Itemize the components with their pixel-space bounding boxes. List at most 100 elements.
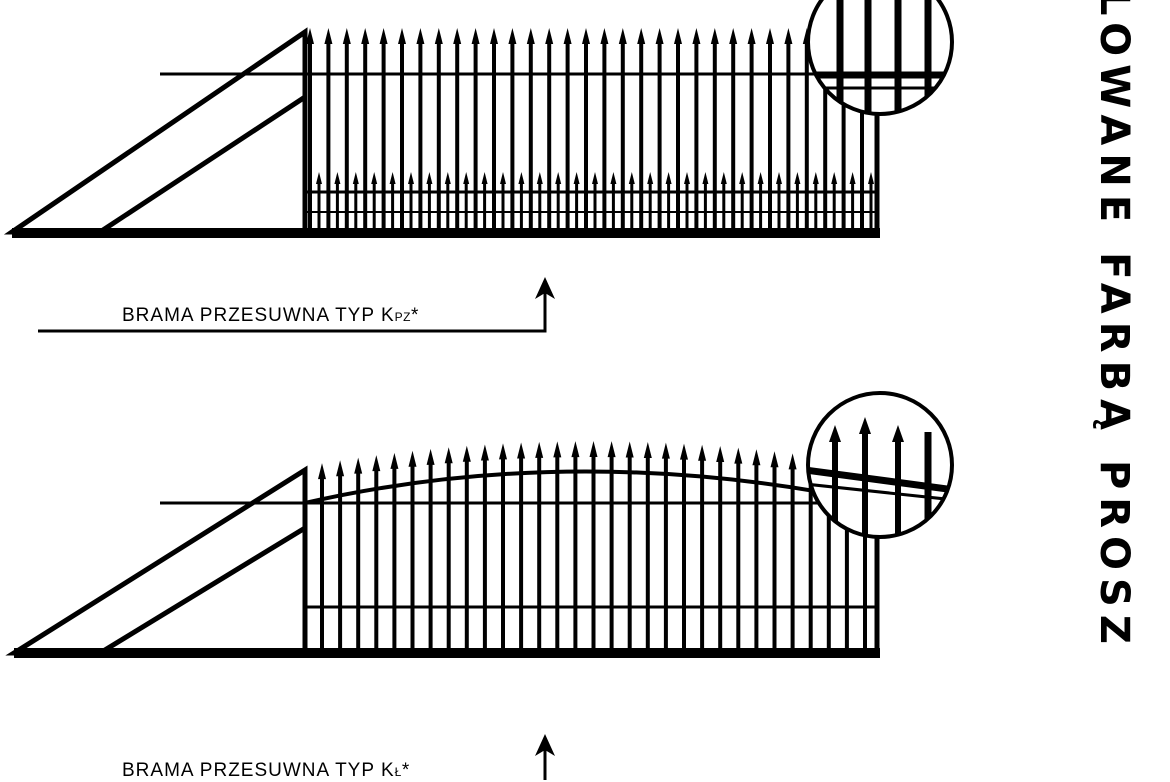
fence-spike	[747, 28, 756, 44]
fence-spike	[563, 28, 572, 44]
side-vertical-title: LOWANE FARBĄ PROSZ	[1091, 0, 1137, 652]
short-fence-spike	[463, 172, 470, 184]
gate-kl-caption-main: BRAMA PRZESUWNA TYP K	[122, 760, 395, 781]
short-fence-spike	[831, 172, 838, 184]
gate-kpz-caption: BRAMA PRZESUWNA TYP KPZ*	[122, 305, 419, 327]
fence-spike	[607, 441, 616, 458]
gate-kpz-bars	[306, 28, 866, 230]
fence-spike	[655, 28, 664, 44]
fence-spike	[637, 28, 646, 44]
fence-spike	[698, 444, 707, 461]
fence-spike	[582, 28, 590, 44]
fence-spike	[426, 448, 435, 465]
gate-kpz-short-bars	[316, 172, 874, 230]
gate-kl-detail-lens	[806, 391, 954, 539]
fence-spike	[408, 450, 417, 467]
gate-kl-bottom-rail	[14, 648, 880, 658]
short-fence-spike	[334, 172, 341, 184]
fence-spike	[674, 28, 682, 44]
short-fence-spike	[352, 172, 359, 184]
gate-kpz-caption-main: BRAMA PRZESUWNA TYP K	[122, 305, 395, 326]
short-fence-spike	[389, 172, 396, 184]
fence-spike	[471, 28, 480, 44]
fence-spike	[692, 28, 701, 44]
gate-kl-tail-diagonal	[98, 525, 307, 656]
short-fence-spike	[610, 172, 617, 184]
gate-kpz-detail-lens	[806, 0, 954, 116]
fence-spike	[499, 443, 507, 460]
fence-spike	[490, 28, 498, 44]
caption-arrow-kl	[535, 734, 555, 780]
short-fence-spike	[426, 172, 433, 184]
fence-spike	[625, 441, 634, 458]
fence-spike	[361, 28, 370, 44]
fence-spike	[354, 457, 363, 474]
fence-spike	[508, 28, 517, 44]
fence-spike	[788, 453, 797, 470]
fence-spike	[324, 28, 333, 44]
gate-kl-arch-rail	[304, 469, 879, 505]
short-fence-spike	[408, 172, 414, 184]
gate-kpz-caption-sub: PZ	[394, 310, 411, 324]
fence-spike	[336, 460, 345, 477]
fence-spike	[553, 441, 562, 458]
short-fence-spike	[849, 172, 856, 184]
short-fence-spike	[647, 172, 654, 184]
gate-kpz-tail-frame	[3, 27, 308, 235]
gate-kpz-tail-diagonal	[98, 94, 307, 235]
fence-spike	[729, 28, 738, 44]
fence-spike	[306, 28, 314, 44]
gate-kpz-drawing	[3, 0, 954, 238]
fence-spike	[716, 446, 725, 463]
gate-kpz-bottom-rail	[12, 228, 880, 238]
short-fence-spike	[536, 172, 543, 184]
short-fence-spike	[444, 172, 451, 184]
fence-spike	[752, 449, 761, 466]
short-fence-spike	[665, 172, 672, 184]
short-fence-spike	[555, 172, 562, 184]
fence-spike	[766, 28, 774, 44]
short-fence-spike	[776, 172, 782, 184]
fence-spike	[342, 28, 351, 44]
fence-spike	[571, 441, 580, 458]
short-fence-spike	[573, 172, 580, 184]
fence-spike	[372, 455, 381, 472]
gate-kpz-caption-star: *	[410, 305, 420, 326]
fence-spike	[710, 28, 719, 44]
short-fence-spike	[812, 172, 819, 184]
short-fence-spike	[481, 172, 488, 184]
fence-spike	[526, 28, 535, 44]
short-fence-spike	[684, 172, 690, 184]
fence-spike	[535, 441, 544, 458]
gate-kl-caption: BRAMA PRZESUWNA TYP KŁ*	[122, 760, 410, 782]
fence-spike	[416, 28, 425, 44]
fence-spike	[434, 28, 443, 44]
short-fence-spike	[702, 172, 709, 184]
fence-spike	[589, 441, 598, 458]
gate-kl-bars	[318, 441, 869, 650]
fence-spike	[480, 444, 489, 461]
short-fence-spike	[757, 172, 764, 184]
fence-spike	[784, 28, 793, 44]
fence-spike	[398, 28, 406, 44]
gate-kl-caption-sub: Ł	[394, 765, 402, 779]
gate-kl-caption-star: *	[401, 760, 411, 781]
gate-kpz-detail-content	[815, 0, 945, 114]
gate-kl-detail-content	[808, 417, 952, 537]
fence-spike	[618, 28, 627, 44]
fence-spike	[734, 447, 743, 464]
fence-spike	[318, 463, 326, 480]
short-fence-spike	[592, 172, 598, 184]
fence-spike	[462, 445, 471, 462]
short-fence-spike	[868, 172, 874, 184]
short-fence-spike	[794, 172, 801, 184]
short-fence-spike	[371, 172, 378, 184]
gate-kl-drawing	[5, 391, 954, 658]
fence-spike	[661, 442, 670, 459]
short-fence-spike	[628, 172, 635, 184]
short-fence-spike	[316, 172, 322, 184]
short-fence-spike	[500, 172, 506, 184]
fence-spike	[453, 28, 462, 44]
fence-spike	[517, 442, 526, 459]
